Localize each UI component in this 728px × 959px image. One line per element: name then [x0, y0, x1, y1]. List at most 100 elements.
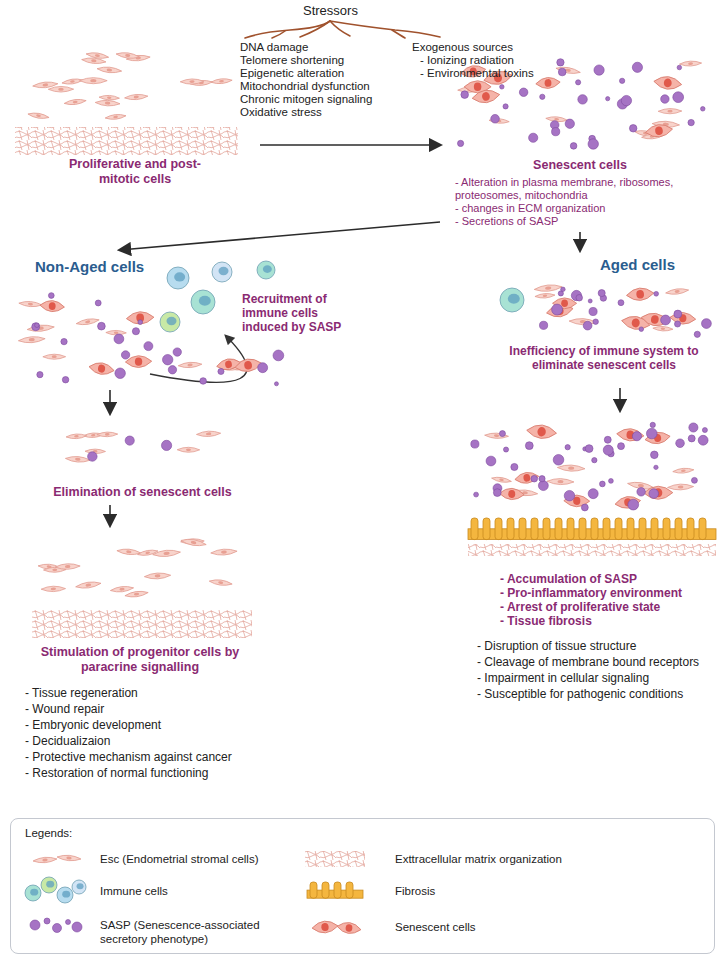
cell-nucleus: [114, 331, 119, 334]
senescent-cell: [471, 88, 500, 104]
cell-nucleus: [91, 434, 96, 437]
cell-nucleus: [557, 480, 563, 483]
cell-nucleus: [667, 110, 672, 113]
label-text: Chronic mitogen signaling: [240, 93, 372, 106]
fibrosis-fold: [346, 882, 353, 898]
stromal-cell: [55, 563, 80, 570]
label-text: - Environmental toxins: [420, 67, 534, 80]
cell-nucleus: [636, 290, 644, 299]
list-text: - Cleavage of membrane bound receptors: [477, 654, 717, 670]
immune-cell: [160, 312, 180, 332]
sasp-dot: [519, 88, 527, 96]
cell-body: [88, 361, 115, 376]
senescent-cell: [645, 123, 674, 139]
fibrosis-fold: [322, 882, 329, 898]
fibrosis-fold: [699, 518, 706, 540]
root-line: [330, 21, 440, 37]
cell-group: Proliferative and post-mitotic cells: [10, 35, 260, 197]
senescent-cell: [526, 424, 557, 440]
sasp-dot: [576, 80, 581, 85]
fibrosis-fold: [615, 518, 622, 540]
sasp-dot: [32, 323, 40, 331]
stromal-cell: [144, 572, 171, 579]
stromal-cell: [177, 447, 200, 452]
cell-body: [66, 433, 87, 439]
fibrosis-fold: [687, 518, 694, 540]
cell-body: [65, 456, 90, 463]
cell-body: [667, 484, 693, 491]
cell-nucleus: [545, 286, 551, 290]
cell-nucleus: [206, 432, 211, 435]
sasp-dot: [564, 490, 574, 500]
cell-body: [670, 312, 697, 325]
fibrosis-fold: [531, 518, 538, 540]
cell-body: [534, 284, 562, 293]
stromal-cell: [80, 78, 108, 84]
fibrosis-fold: [663, 518, 670, 540]
cell-body: [110, 585, 134, 593]
cell-nucleus: [663, 78, 672, 88]
title: Stressors: [303, 3, 358, 18]
immune-cell: [72, 880, 86, 894]
label-text: Epigenetic alteration: [240, 67, 344, 80]
sasp-dot: [674, 321, 680, 327]
cell-nucleus: [66, 856, 72, 859]
cell-nucleus: [36, 114, 41, 117]
sasp-dot: [600, 481, 606, 487]
immune-cell: [25, 885, 41, 901]
stromal-cell: [211, 78, 233, 85]
immune-cell: [57, 887, 73, 903]
cell-nucleus: [90, 79, 96, 82]
stromal-cell: [95, 100, 120, 107]
cell-nucleus: [52, 355, 57, 358]
immune-cell: [167, 267, 189, 289]
cell-body: [180, 538, 206, 548]
flow-arrow: [260, 144, 440, 146]
cell-body: [40, 300, 65, 313]
cell-body: [55, 563, 80, 570]
sasp-dot: [588, 139, 598, 149]
sasp-dot: [173, 348, 181, 356]
cell-nucleus: [508, 490, 515, 498]
sasp-dot: [702, 428, 707, 433]
sasp-dot: [457, 140, 463, 146]
sasp-dot: [511, 463, 518, 470]
senescent-cell: [40, 300, 65, 313]
cell-nucleus: [126, 550, 132, 553]
cell-body: [177, 447, 200, 452]
immune-nucleus: [77, 883, 84, 889]
stromal-cell: [658, 108, 682, 113]
cell-nucleus: [42, 858, 48, 861]
stromal-cell: [673, 467, 694, 473]
sasp-dot: [491, 114, 500, 123]
cell-nucleus: [70, 80, 75, 83]
list-text: - Protective mechanism against cancer: [25, 749, 260, 765]
cell-nucleus: [218, 581, 223, 584]
senescent-cell: [88, 361, 115, 376]
stromal-cell: [105, 113, 126, 120]
sasp-dot: [632, 432, 641, 441]
senescent-cell: [312, 920, 339, 934]
stromal-cell: [196, 431, 220, 438]
stromal-cell: [43, 354, 66, 359]
sasp-dot: [589, 307, 597, 315]
ecm-mesh: [468, 544, 716, 556]
cell-body: [614, 495, 641, 510]
immune-nucleus: [508, 294, 520, 304]
list-text: - Arrest of proliferative state: [500, 600, 715, 614]
cell-body: [106, 330, 127, 335]
stromal-cell: [665, 288, 689, 296]
cell-nucleus: [65, 565, 71, 568]
list-text: - Tissue fibrosis: [500, 614, 715, 628]
cell-nucleus: [345, 924, 353, 932]
immune-nucleus: [199, 296, 211, 306]
sasp-dot: [581, 504, 588, 511]
sasp-dot: [53, 924, 62, 933]
sasp-dot: [698, 435, 708, 445]
cell-body: [665, 288, 689, 296]
stromal-cell: [679, 61, 701, 67]
sasp-dot: [48, 293, 54, 299]
label-text: Telomere shortening: [240, 54, 344, 67]
cell-nucleus: [523, 474, 531, 482]
sasp-dot: [677, 65, 682, 70]
